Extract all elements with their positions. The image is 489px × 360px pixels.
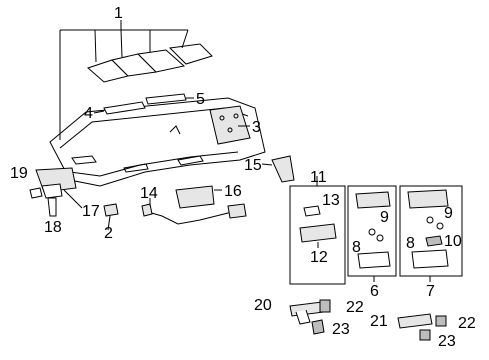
callout-16: 16 — [224, 183, 242, 200]
callout-17: 17 — [82, 203, 100, 220]
map-lamp-group-11 — [289, 176, 346, 285]
callout-19: 19 — [10, 165, 28, 182]
callout-5: 5 — [196, 91, 205, 108]
sun-visor-assembly — [29, 167, 83, 217]
callout-13: 13 — [322, 192, 340, 209]
dome-lamp-group-6 — [347, 185, 397, 282]
clip-2 — [103, 203, 119, 231]
callout-2: 2 — [104, 225, 113, 242]
callout-1: 1 — [114, 5, 123, 22]
assist-grip-20 — [289, 299, 331, 335]
callout-22b: 22 — [458, 315, 476, 332]
callout-23b: 23 — [438, 333, 456, 350]
assist-grip-21 — [397, 313, 447, 341]
callout-23a: 23 — [332, 321, 350, 338]
dome-lamp-group-7 — [399, 185, 463, 282]
callout-8b: 8 — [406, 235, 415, 252]
callout-7: 7 — [426, 283, 435, 300]
callout-11: 11 — [310, 169, 327, 186]
callout-6: 6 — [370, 283, 379, 300]
callout-10: 10 — [444, 233, 462, 250]
callout-9b: 9 — [444, 205, 453, 222]
callout-12: 12 — [310, 249, 328, 266]
callout-22a: 22 — [346, 299, 364, 316]
wire-harness-14 — [141, 198, 247, 225]
callout-labels: 1 2 3 4 5 6 7 8 8 9 9 10 11 12 13 14 15 … — [10, 5, 476, 350]
bracket-15 — [261, 155, 295, 183]
callout-3: 3 — [252, 119, 261, 136]
lamp-16 — [175, 185, 222, 209]
sound-insulator-pads — [87, 43, 213, 83]
callout-15: 15 — [244, 157, 262, 174]
rear-bracket-3 — [209, 105, 251, 145]
trim-strip-4 — [93, 101, 146, 115]
callout-14: 14 — [140, 185, 158, 202]
callout-9a: 9 — [380, 209, 389, 226]
callout-8a: 8 — [352, 239, 361, 256]
callout-20: 20 — [254, 297, 272, 314]
callout-4: 4 — [84, 105, 93, 122]
trim-strip-5 — [145, 93, 194, 105]
callout-18: 18 — [44, 219, 62, 236]
callout-21: 21 — [370, 313, 388, 330]
